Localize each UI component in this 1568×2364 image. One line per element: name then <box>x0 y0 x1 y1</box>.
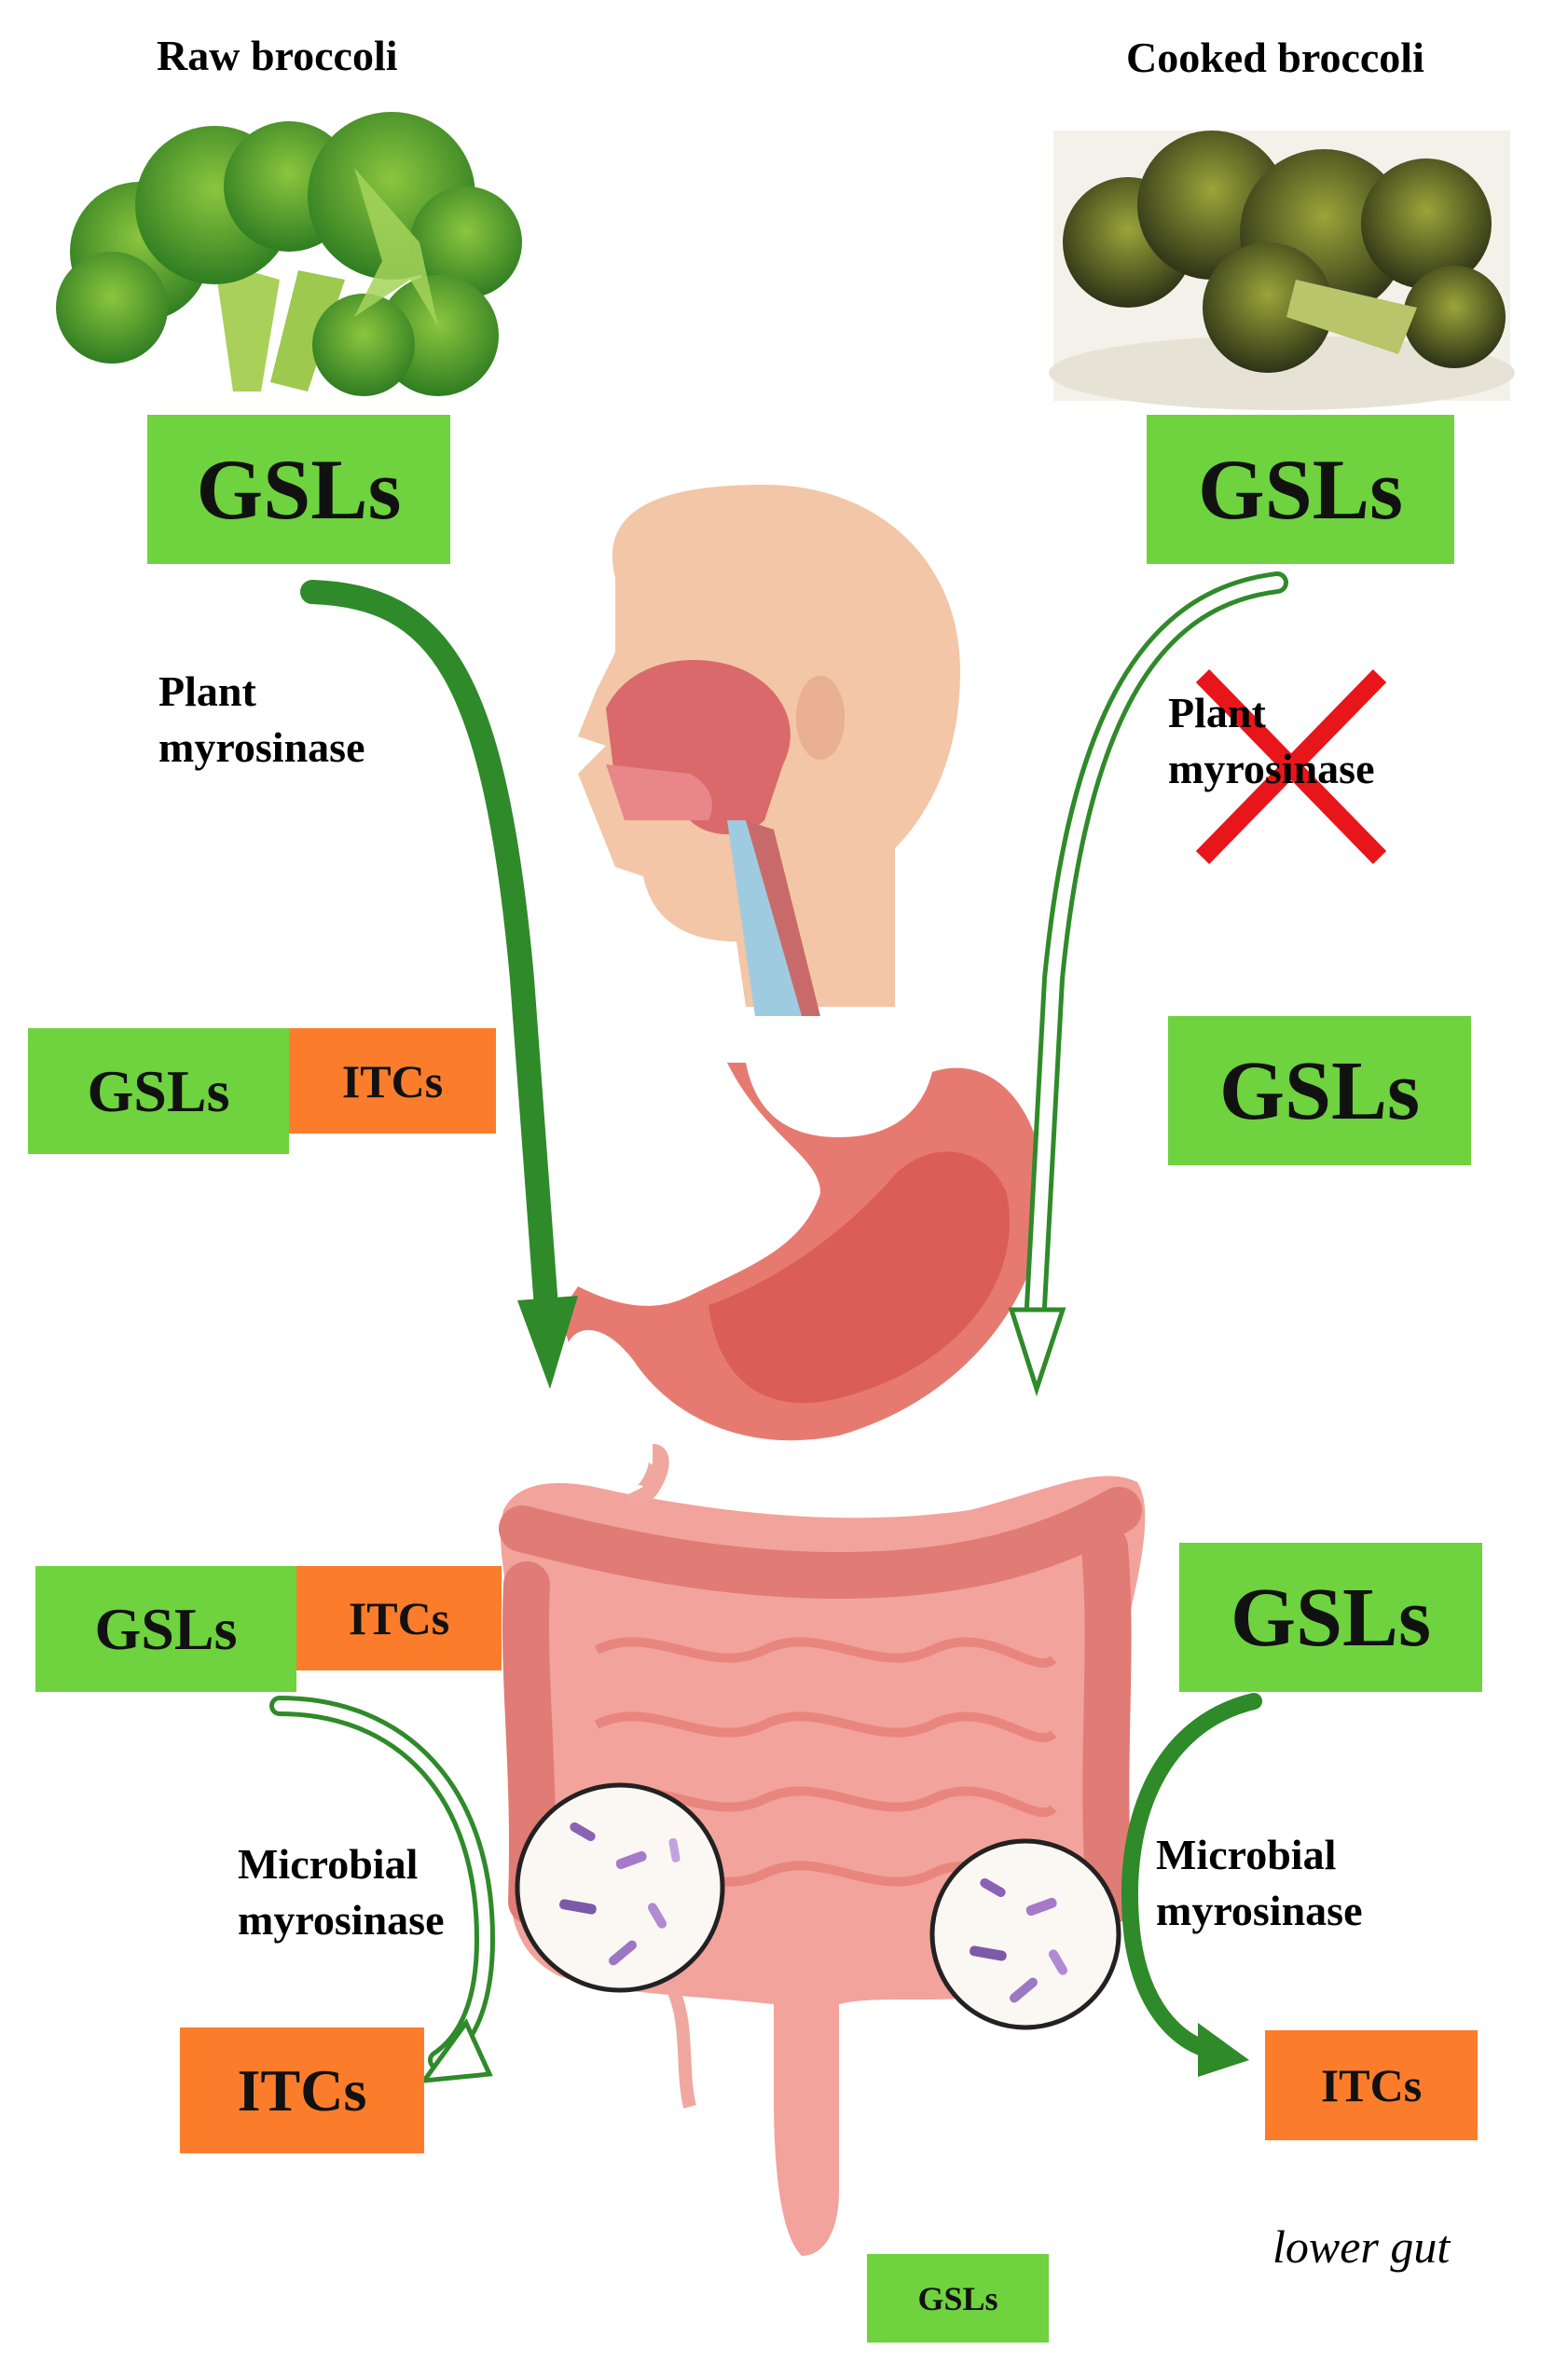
intestine-illustration <box>499 1444 1146 2256</box>
raw-itc-box-mid: ITCs <box>289 1028 496 1134</box>
cooked-gsl-box-mid: GSLs <box>1168 1016 1471 1165</box>
cooked-enzyme-line2: myrosinase <box>1168 744 1375 792</box>
raw-broccoli-title: Raw broccoli <box>157 32 398 79</box>
cooked-gsl-box-top: GSLs <box>1147 415 1454 564</box>
raw-broccoli-image <box>56 112 522 396</box>
cooked-itc-box-bottom: ITCs <box>1265 2030 1478 2140</box>
excreted-gsl-box: GSLs <box>867 2254 1049 2343</box>
cooked-broccoli-image <box>1049 131 1515 410</box>
raw-microbial-arrow-head <box>419 2018 493 2084</box>
raw-microbial-myrosinase-label: Microbial myrosinase <box>238 1836 445 1948</box>
stomach-illustration <box>559 1063 1045 1441</box>
cooked-microbial-arrow-head <box>1198 2023 1249 2077</box>
raw-enzyme-line1: Plant <box>158 667 256 715</box>
cooked-gsl-box-gut: GSLs <box>1179 1543 1482 1692</box>
microbe-circle-left <box>515 1782 725 1993</box>
raw-arrow-head <box>517 1296 578 1389</box>
cooked-microbial-arrow <box>1121 1693 1262 2059</box>
cooked-broccoli-title: Cooked broccoli <box>1126 34 1424 81</box>
cooked-arrow-head <box>1008 1307 1066 1397</box>
cooked-plant-myrosinase-label: Plant myrosinase <box>1168 685 1375 797</box>
cooked-microbial-line1: Microbial <box>1156 1831 1337 1878</box>
raw-gsl-box-top: GSLs <box>147 415 450 564</box>
raw-plant-myrosinase-arrow <box>300 580 560 1345</box>
raw-itc-box-bottom: ITCs <box>180 2027 424 2153</box>
raw-itc-box-gut: ITCs <box>296 1566 502 1670</box>
cooked-microbial-myrosinase-label: Microbial myrosinase <box>1156 1827 1363 1939</box>
raw-microbial-line2: myrosinase <box>238 1895 445 1944</box>
cooked-enzyme-line1: Plant <box>1168 689 1266 736</box>
human-head-illustration <box>578 485 960 1016</box>
raw-microbial-line1: Microbial <box>238 1840 419 1888</box>
lower-gut-label: lower gut <box>1272 2220 1451 2273</box>
cooked-microbial-line2: myrosinase <box>1156 1886 1363 1934</box>
raw-gsl-box-gut: GSLs <box>35 1566 296 1692</box>
raw-gsl-box-mid: GSLs <box>28 1028 289 1154</box>
microbe-circle-right <box>929 1838 1121 2030</box>
inactivated-cross-icon <box>1195 669 1387 864</box>
raw-plant-myrosinase-label: Plant myrosinase <box>158 664 365 776</box>
raw-enzyme-line2: myrosinase <box>158 722 365 771</box>
